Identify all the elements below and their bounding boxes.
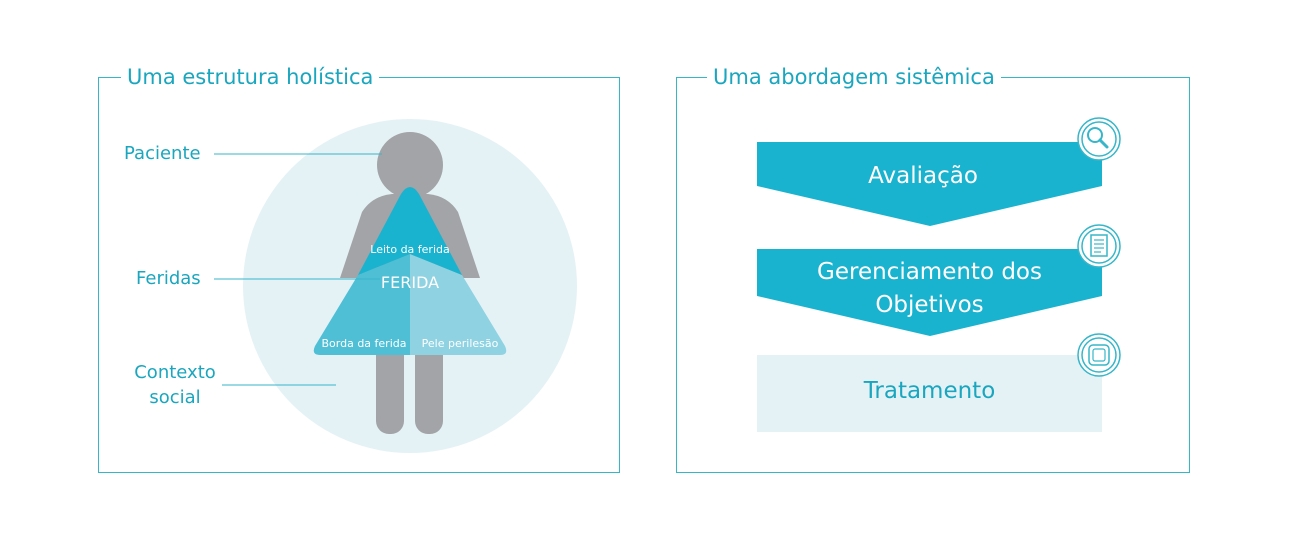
triangle-bottom-right xyxy=(410,254,507,355)
triangle-label-center: FERIDA xyxy=(380,273,440,292)
patient-leg-left xyxy=(376,330,404,434)
systemic-title: Uma abordagem sistêmica xyxy=(707,63,1001,91)
systemic-panel: Uma abordagem sistêmica xyxy=(676,63,1190,473)
wound-triangle xyxy=(313,187,507,355)
step-goals-label-line1: Gerenciamento dos xyxy=(817,259,1042,285)
patient-leg-right xyxy=(415,330,443,434)
step-treatment-shape xyxy=(757,355,1102,432)
triangle-top xyxy=(358,187,462,275)
step-goals-label-line2: Objetivos xyxy=(875,292,984,318)
label-wounds: Feridas xyxy=(136,268,201,289)
step-goals-shape xyxy=(757,249,1102,336)
step-assessment-label: Avaliação xyxy=(868,163,978,189)
step-treatment-label: Tratamento xyxy=(863,378,996,404)
label-patient: Paciente xyxy=(124,143,201,164)
document-icon xyxy=(1077,224,1121,268)
magnifier-icon xyxy=(1077,117,1121,161)
triangle-label-bottom-left: Borda da ferida xyxy=(321,337,407,350)
label-social-line1: Contexto xyxy=(134,362,216,383)
holistic-title: Uma estrutura holística xyxy=(121,63,380,91)
triangle-label-bottom-right: Pele perilesão xyxy=(421,337,499,350)
dressing-icon xyxy=(1077,333,1121,377)
triangle-label-top: Leito da ferida xyxy=(370,243,450,256)
holistic-panel: Uma estrutura holística xyxy=(98,63,620,473)
patient-head xyxy=(377,132,443,198)
label-social-line2: social xyxy=(149,387,201,408)
triangle-bottom-left xyxy=(313,254,410,355)
step-assessment-shape xyxy=(757,142,1102,226)
